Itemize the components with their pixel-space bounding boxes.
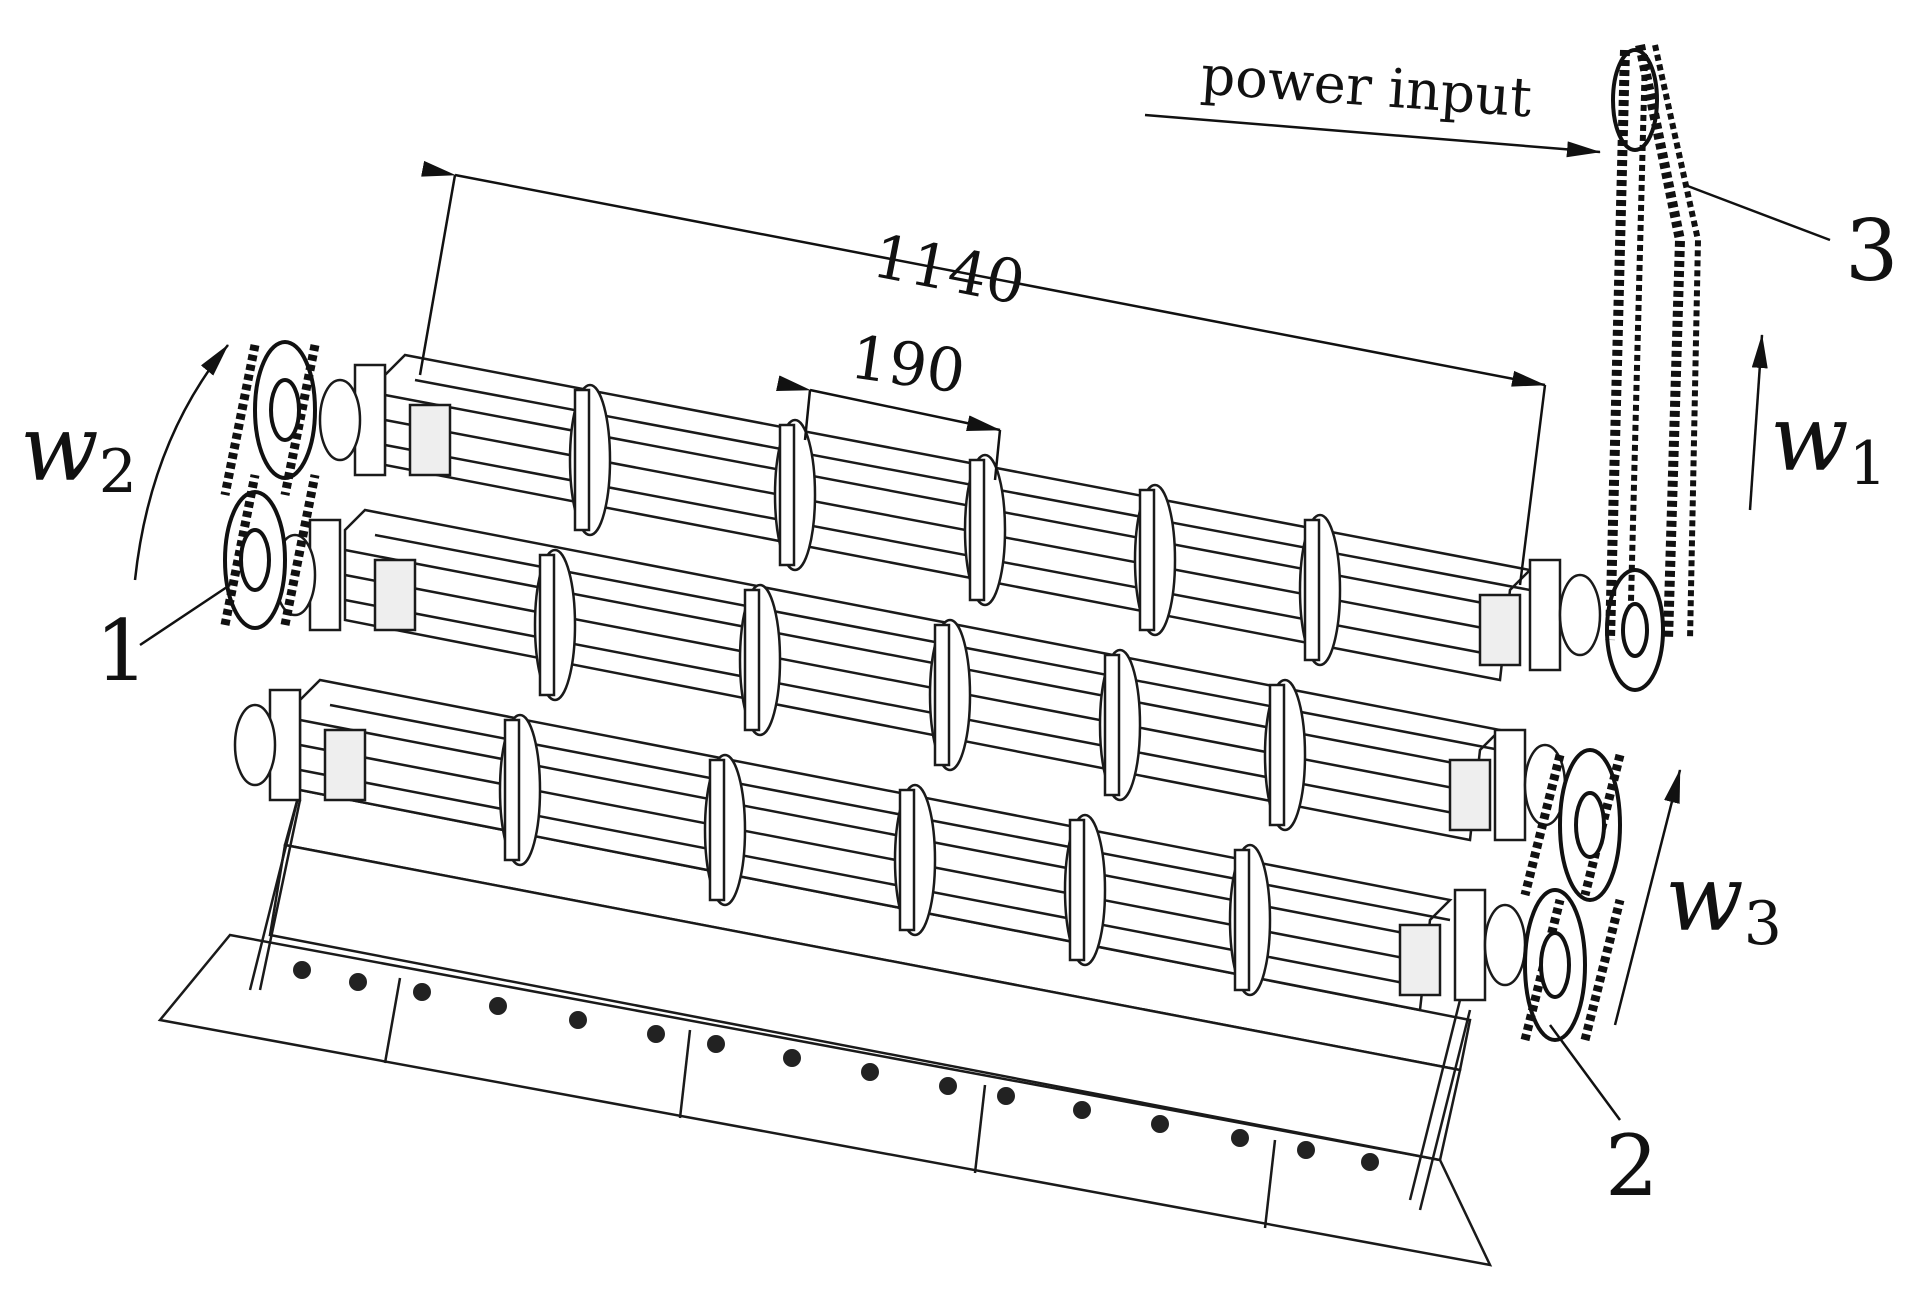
w1-arrow (1748, 334, 1768, 511)
callout-2: 2 (1605, 1117, 1658, 1215)
chain-drive-2 (1520, 748, 1625, 1042)
w1-label: w1 (1770, 385, 1887, 499)
callout-2-leader (1548, 1024, 1622, 1121)
power-input-label: power input (1199, 44, 1534, 130)
dimension-190 (776, 375, 1002, 481)
dimension-1140-label: 1140 (867, 221, 1030, 319)
w2-label: w2 (20, 395, 137, 507)
base-holes (293, 961, 1379, 1171)
w3-arrow (1613, 769, 1682, 1026)
roller-top-discs (568, 383, 1342, 667)
roller-middle-discs (533, 548, 1307, 832)
dimension-190-label: 190 (846, 323, 969, 408)
roller-bottom-discs (498, 713, 1272, 997)
callout-3-leader (1684, 183, 1831, 242)
right-hubs (1453, 558, 1602, 1002)
w2-arrow (133, 344, 229, 581)
callout-1: 1 (95, 602, 148, 700)
power-input-arrow (1144, 113, 1601, 158)
callout-3: 3 (1845, 202, 1898, 300)
callout-1-leader (139, 583, 231, 647)
chain-drive-1 (220, 340, 320, 630)
back-panel (248, 788, 1472, 1211)
chain-drive-3 (1605, 43, 1702, 692)
dimension-1140 (418, 160, 1547, 586)
w3-label: w3 (1665, 845, 1782, 959)
